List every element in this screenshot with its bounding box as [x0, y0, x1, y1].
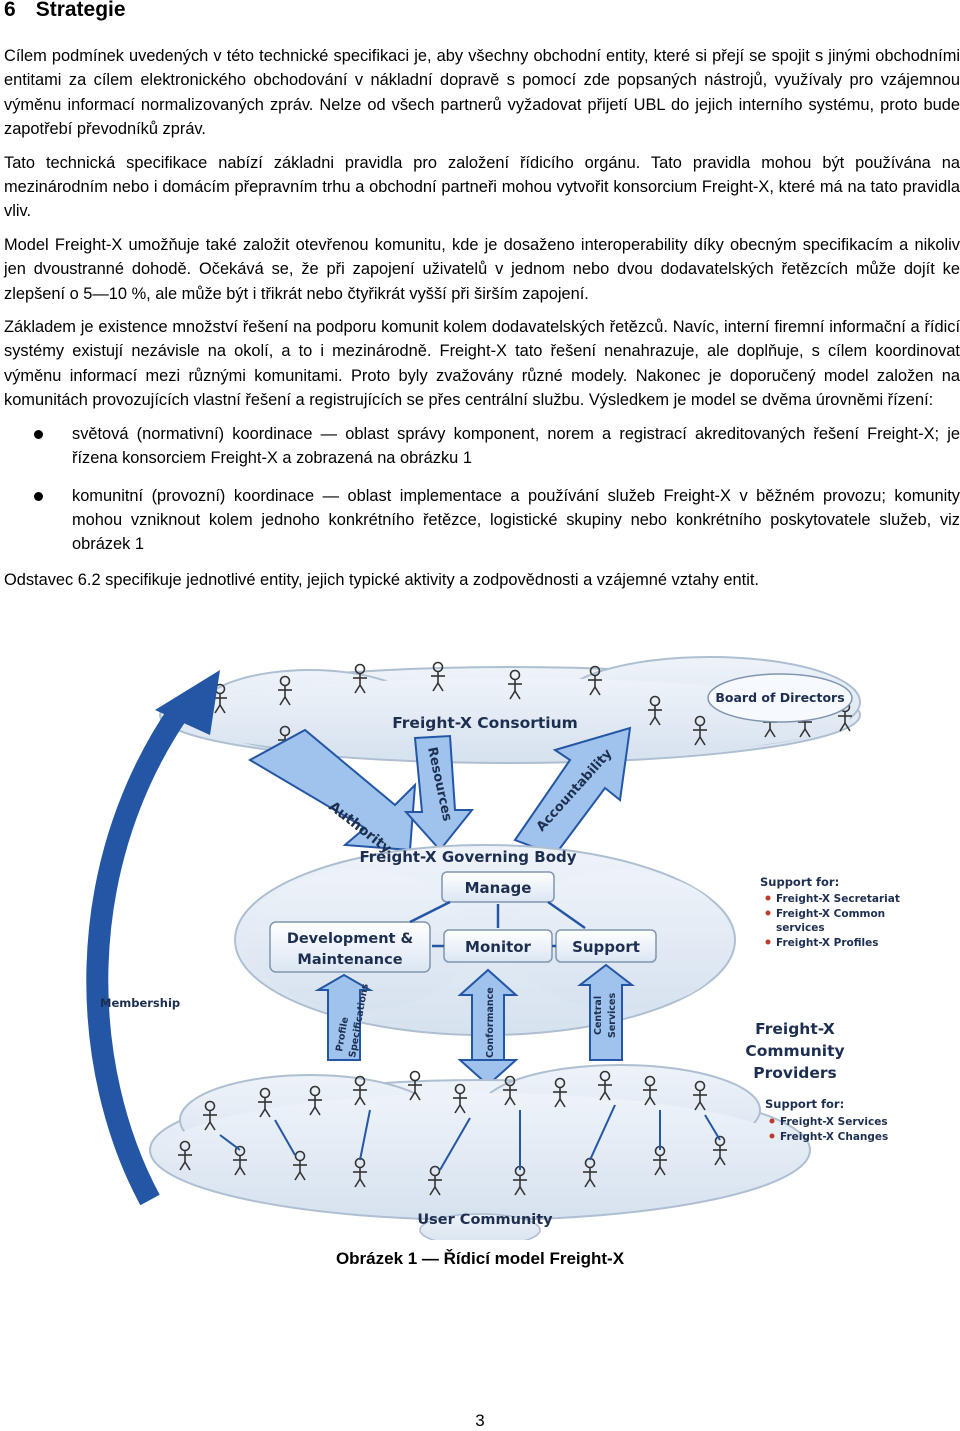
paragraph: Základem je existence množství řešení na…: [4, 318, 960, 410]
manage-label: Manage: [465, 879, 532, 897]
user-community-label: User Community: [417, 1212, 553, 1228]
body-text: Cílem podmínek uvedených v této technick…: [4, 44, 960, 601]
page-number: 3: [475, 1411, 485, 1430]
providers-label-1: Freight-X: [755, 1020, 835, 1038]
membership-arrow: Membership: [86, 670, 220, 1206]
resources-arrow: Resources: [403, 734, 475, 852]
support-item: Freight-X Profiles: [776, 937, 879, 949]
bullet-dot-icon: [34, 429, 43, 439]
support-for-list-1: Support for: Freight-X Secretariat Freig…: [760, 875, 900, 949]
closing-paragraph: Odstavec 6.2 specifikuje jednotlivé enti…: [4, 570, 759, 589]
support-for-title: Support for:: [760, 875, 839, 889]
conformance-arrow: Conformance: [457, 968, 519, 1087]
section-heading: 6 Strategie: [4, 0, 126, 22]
support-item: services: [776, 922, 825, 934]
support-for-list-2: Support for: Freight-X Services Freight-…: [765, 1097, 888, 1143]
membership-label: Membership: [100, 996, 180, 1010]
governance-diagram: Board of Directors Freight-X Consortium …: [86, 656, 900, 1240]
support-item: Freight-X Secretariat: [776, 893, 900, 905]
support-item-2: Freight-X Services: [780, 1116, 888, 1128]
providers-label-3: Providers: [753, 1064, 837, 1082]
manage-box: Manage: [441, 871, 555, 903]
community-providers: Freight-X Community Providers: [745, 1020, 844, 1082]
providers-label-2: Community: [745, 1042, 844, 1060]
monitor-box: Monitor: [443, 929, 553, 963]
community-links: [219, 1104, 721, 1171]
bullet-text: světová (normativní) koordinace — oblast…: [72, 424, 960, 468]
development-box: Development & Maintenance: [269, 921, 431, 973]
support-label: Support: [572, 938, 640, 956]
development-label-1: Development &: [287, 931, 414, 947]
central-label-1: Central: [593, 996, 604, 1035]
paragraph: Cílem podmínek uvedených v této technick…: [4, 47, 960, 139]
bullet-item: světová (normativní) koordinace — oblast…: [4, 422, 960, 471]
bullet-item: komunitní (provozní) koordinace — oblast…: [4, 484, 960, 557]
development-label-2: Maintenance: [297, 952, 402, 968]
paragraph: Model Freight-X umožňuje také založit ot…: [4, 235, 960, 303]
central-services-arrow: Central Services: [577, 963, 635, 1061]
section-title: Strategie: [35, 0, 126, 21]
monitor-label: Monitor: [465, 938, 532, 956]
governing-body-title: Freight-X Governing Body: [359, 848, 576, 866]
user-community-cloud: User Community: [149, 1064, 811, 1240]
bullet-text: komunitní (provozní) koordinace — oblast…: [72, 486, 960, 554]
paragraph: Tato technická specifikace nabízí základ…: [4, 153, 960, 221]
bullet-list: světová (normativní) koordinace — oblast…: [4, 422, 960, 557]
consortium-title: Freight-X Consortium: [392, 714, 578, 732]
board-of-directors: Board of Directors: [707, 673, 853, 723]
support-box: Support: [555, 929, 657, 963]
support-item-2: Freight-X Changes: [780, 1131, 888, 1143]
governance-model-figure: Board of Directors Freight-X Consortium …: [60, 640, 906, 1240]
support-item: Freight-X Common: [776, 908, 885, 920]
section-number: 6: [4, 0, 16, 21]
central-label-2: Services: [607, 993, 618, 1038]
board-label: Board of Directors: [715, 690, 844, 705]
box-connectors: [409, 900, 586, 948]
conformance-label: Conformance: [485, 987, 496, 1058]
profile-arrow: Profile Specifications: [314, 973, 374, 1061]
bullet-dot-icon: [34, 491, 43, 501]
figure-caption: Obrázek 1 — Řídicí model Freight-X: [335, 1249, 625, 1268]
support-for-title-2: Support for:: [765, 1097, 844, 1111]
